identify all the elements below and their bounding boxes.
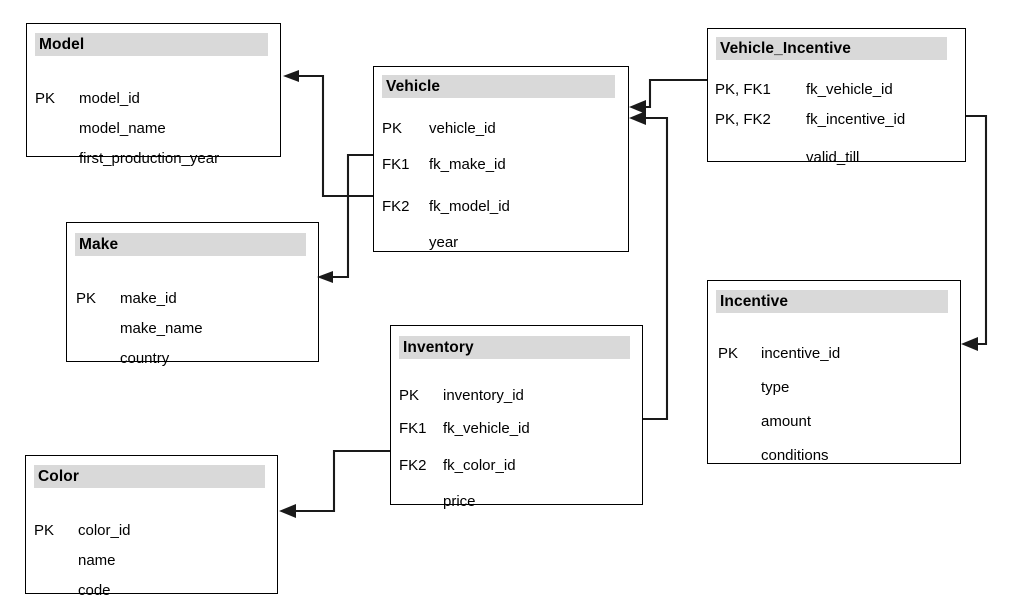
attribute-name: amount — [761, 413, 812, 430]
connector-line — [327, 153, 373, 279]
attribute-name: price — [443, 493, 476, 510]
connector-arrowhead — [629, 111, 646, 125]
attribute-key: FK1 — [382, 156, 410, 173]
attribute-name: color_id — [78, 522, 131, 539]
attribute-name: first_production_year — [79, 150, 220, 167]
connector-arrowhead — [629, 100, 646, 114]
attribute-name: fk_incentive_id — [806, 111, 906, 128]
attribute-name: fk_make_id — [429, 156, 506, 173]
attribute-name: make_name — [120, 320, 203, 337]
attribute-key: PK, FK1 — [715, 81, 771, 98]
attribute-name: model_name — [79, 120, 166, 137]
attribute-name: make_id — [120, 290, 177, 307]
attribute-name: name — [78, 552, 116, 569]
attribute-key: PK — [382, 120, 403, 137]
entity-title-make: Make — [79, 235, 119, 253]
connector-arrowhead — [317, 271, 333, 283]
attribute-key: PK — [399, 387, 420, 404]
connector-line — [643, 116, 669, 421]
attribute-name: type — [761, 379, 790, 396]
attribute-name: incentive_id — [761, 345, 841, 362]
connector-line — [645, 78, 707, 109]
connector-line — [294, 449, 390, 513]
attribute-key: PK, FK2 — [715, 111, 771, 128]
entity-header-incentive: Incentive — [716, 290, 948, 313]
attribute-name: fk_vehicle_id — [443, 420, 530, 437]
entity-title-vehicle: Vehicle — [386, 77, 441, 95]
attribute-key: PK — [34, 522, 55, 539]
attribute-name: code — [78, 582, 111, 599]
attribute-key: PK — [76, 290, 97, 307]
attribute-key: FK1 — [399, 420, 427, 437]
attribute-name: inventory_id — [443, 387, 524, 404]
entity-title-inventory: Inventory — [403, 338, 474, 356]
entity-header-vehicle: Vehicle — [382, 75, 615, 98]
connector-arrowhead — [961, 337, 978, 351]
entity-header-make: Make — [75, 233, 306, 256]
attribute-name: vehicle_id — [429, 120, 496, 137]
connector-vehicle-model — [283, 70, 373, 198]
entity-title-color: Color — [38, 467, 79, 485]
attribute-name: conditions — [761, 447, 829, 464]
attribute-name: fk_model_id — [429, 198, 510, 215]
attribute-key: FK2 — [399, 457, 427, 474]
attribute-key: FK2 — [382, 198, 410, 215]
attribute-name: model_id — [79, 90, 140, 107]
entity-title-vehicle_incentive: Vehicle_Incentive — [720, 39, 851, 57]
connector-line — [291, 74, 373, 198]
connector-inventory-color — [279, 449, 390, 518]
attribute-name: fk_color_id — [443, 457, 516, 474]
attribute-name: valid_till — [806, 149, 860, 166]
connector-arrowhead — [279, 504, 296, 518]
connector-vehicle-incentive-vehicle — [629, 78, 707, 114]
entity-header-model: Model — [35, 33, 268, 56]
attribute-name: fk_vehicle_id — [806, 81, 893, 98]
entity-header-color: Color — [34, 465, 265, 488]
attribute-name: country — [120, 350, 170, 367]
connector-line — [966, 114, 988, 346]
connector-vehicle-make — [317, 153, 373, 283]
entity-header-inventory: Inventory — [399, 336, 630, 359]
attribute-name: year — [429, 234, 459, 251]
entity-title-model: Model — [39, 35, 85, 53]
entity-title-incentive: Incentive — [720, 292, 789, 310]
attribute-key: PK — [35, 90, 56, 107]
attribute-key: PK — [718, 345, 739, 362]
connector-arrowhead — [283, 70, 299, 82]
entity-header-vehicle_incentive: Vehicle_Incentive — [716, 37, 947, 60]
